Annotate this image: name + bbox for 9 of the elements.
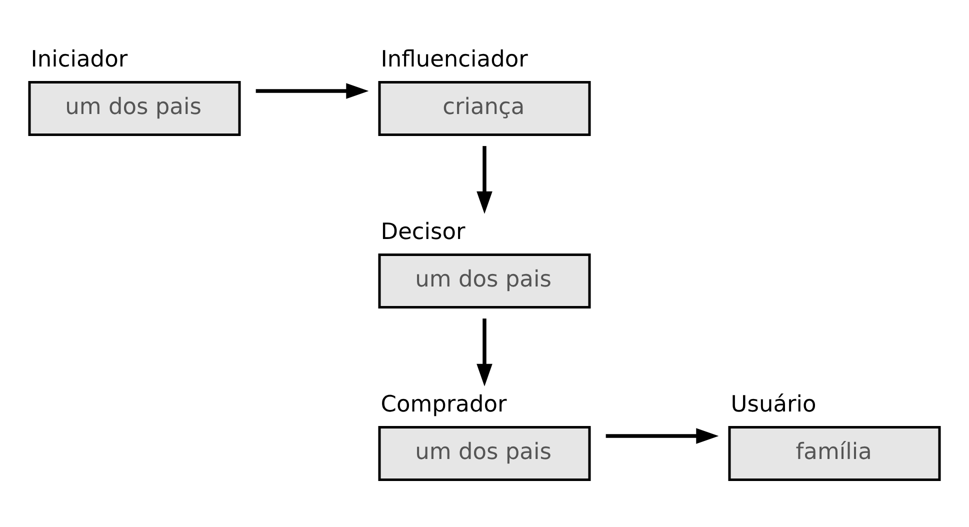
node-label: Influenciador: [380, 46, 528, 72]
arrow: [256, 83, 369, 99]
node-label: Decisor: [380, 219, 466, 245]
node-label: Iniciador: [30, 46, 128, 72]
arrow: [476, 146, 492, 214]
node-label: Usuário: [730, 392, 816, 418]
arrow: [606, 428, 719, 444]
arrow: [476, 318, 492, 386]
node-label: Comprador: [380, 392, 507, 418]
